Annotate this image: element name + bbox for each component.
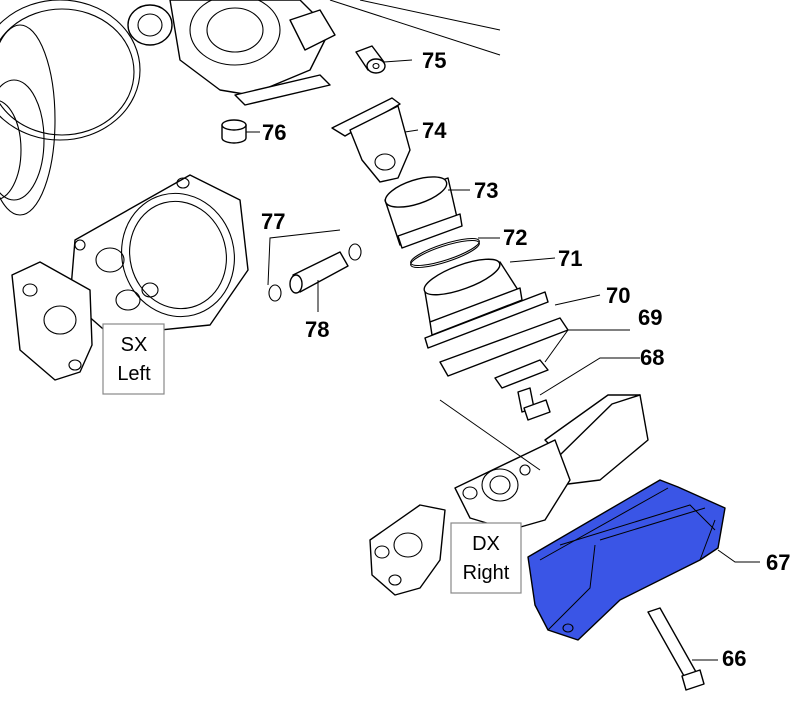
part-74-bracket [331, 97, 419, 183]
seal-rings-top-left [0, 0, 141, 216]
callout-75: 75 [422, 48, 446, 73]
part-69-gasket [494, 329, 630, 389]
callout-77: 77 [261, 209, 285, 234]
left-label-code: SX [121, 334, 148, 356]
part-66-bolt [647, 607, 718, 691]
part-73-cup [384, 176, 470, 249]
right-side-cover [369, 504, 446, 596]
part-67-guard-highlighted [527, 479, 760, 641]
part-78-pin [289, 251, 349, 312]
part-76-plug [221, 119, 260, 144]
callout-69: 69 [638, 305, 662, 330]
left-side-label-box: SX Left [102, 323, 165, 395]
callout-70: 70 [606, 283, 630, 308]
callout-74: 74 [422, 118, 447, 143]
part-75-sleeve [355, 45, 413, 74]
part-77-circlips [267, 229, 362, 302]
callout-71: 71 [558, 246, 582, 271]
callout-76: 76 [262, 120, 286, 145]
part-72-o-ring [410, 237, 500, 269]
callout-73: 73 [474, 178, 498, 203]
callout-78: 78 [305, 317, 329, 342]
callout-68: 68 [640, 345, 664, 370]
right-label-text: Right [463, 562, 510, 584]
main-body-right [439, 394, 649, 531]
top-housing [127, 0, 501, 106]
callout-66: 66 [722, 646, 746, 671]
callout-67: 67 [766, 550, 790, 575]
right-side-label-box: DX Right [450, 522, 522, 594]
right-label-code: DX [472, 533, 500, 555]
left-label-text: Left [117, 363, 151, 385]
part-71-bushing [423, 257, 556, 349]
left-cylinder-head [11, 174, 249, 381]
part-68-screw [517, 357, 640, 421]
callout-72: 72 [503, 225, 527, 250]
